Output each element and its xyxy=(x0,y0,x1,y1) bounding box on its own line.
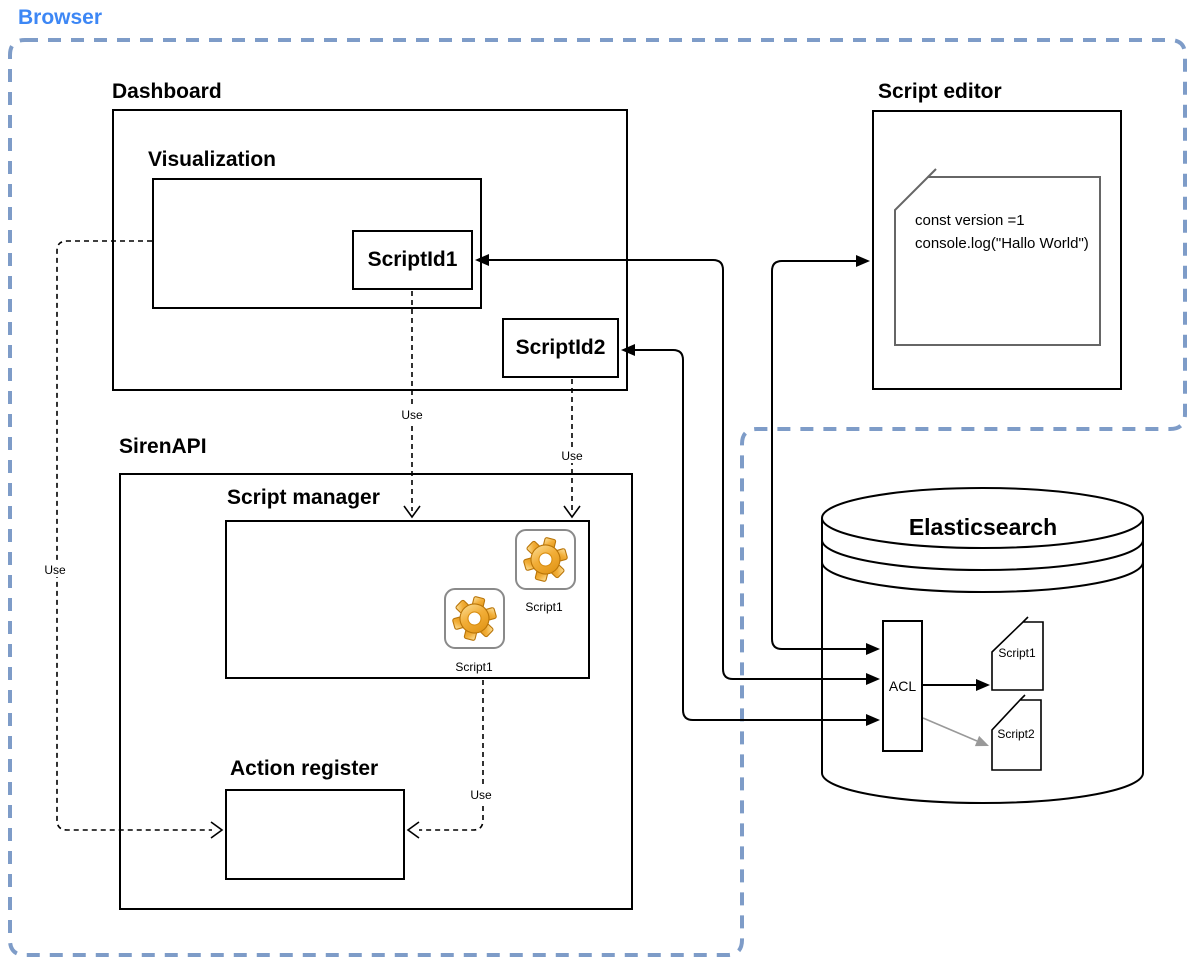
script1-document-shape xyxy=(991,616,1044,691)
script-editor-document-shape xyxy=(894,168,1101,346)
use-label-scriptmanager: Use xyxy=(468,788,494,802)
dashboard-title: Dashboard xyxy=(112,80,222,103)
connector-scriptid2-acl xyxy=(621,344,880,726)
action-register-title: Action register xyxy=(230,757,379,780)
connector-use-visualization-actionregister xyxy=(56,240,224,839)
script-editor-box xyxy=(872,110,1122,390)
visualization-title: Visualization xyxy=(148,148,276,171)
connector-acl-script2 xyxy=(922,717,989,747)
script1-document-label: Script1 xyxy=(998,646,1036,660)
connector-acl-script1 xyxy=(923,679,990,691)
use-label-scriptid1: Use xyxy=(399,408,425,422)
script2-document-shape xyxy=(991,694,1042,771)
scriptid2-box: ScriptId2 xyxy=(502,318,619,378)
use-label-visualization: Use xyxy=(42,563,68,577)
gear-script1-label: Script1 xyxy=(525,600,563,614)
action-register-box xyxy=(225,789,405,880)
browser-region-label: Browser xyxy=(18,6,103,29)
gear-icon xyxy=(515,529,576,590)
dashboard-box xyxy=(112,109,628,391)
siren-api-title: SirenAPI xyxy=(119,435,207,458)
script-manager-box xyxy=(225,520,590,679)
connector-scripteditor-acl xyxy=(771,255,880,655)
elasticsearch-title: Elasticsearch xyxy=(908,514,1058,540)
database-cylinder xyxy=(821,487,1144,804)
siren-api-box xyxy=(119,473,633,910)
script-editor-code: const version =1 console.log("Hallo Worl… xyxy=(915,209,1089,255)
visualization-box xyxy=(152,178,482,309)
gear-icon xyxy=(444,588,505,649)
script2-document-label: Script2 xyxy=(997,727,1035,741)
connector-scriptid1-acl xyxy=(475,254,880,685)
code-line-1: const version =1 xyxy=(915,212,1025,229)
acl-box: ACL xyxy=(882,620,923,752)
browser-boundary xyxy=(8,38,1187,957)
use-label-scriptid2: Use xyxy=(559,449,585,463)
gear-script1-label: Script1 xyxy=(455,660,493,674)
connector-use-scriptmanager-actionregister xyxy=(406,680,484,839)
connector-use-scriptid2-scriptmanager xyxy=(563,379,581,519)
script-manager-title: Script manager xyxy=(227,486,380,509)
scriptid1-box: ScriptId1 xyxy=(352,230,473,290)
script-editor-title: Script editor xyxy=(878,80,1002,103)
code-line-2: console.log("Hallo World") xyxy=(915,235,1089,252)
